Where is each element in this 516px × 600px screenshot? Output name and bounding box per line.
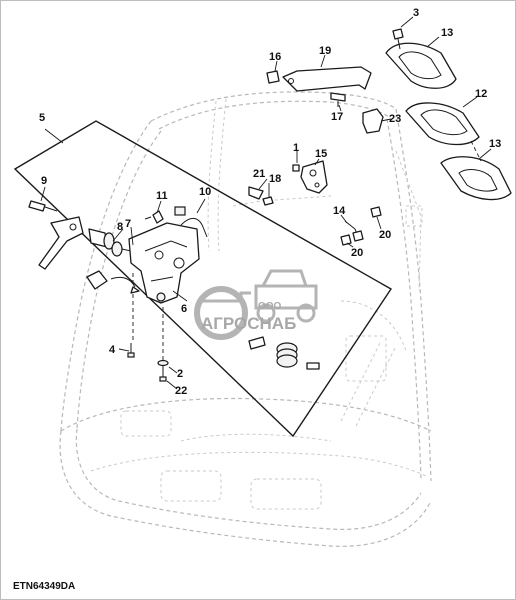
callout-20-lower: 20 <box>351 247 363 259</box>
callout-11: 11 <box>156 190 168 202</box>
assembly-inset-box <box>13 120 392 438</box>
callout-18: 18 <box>269 173 281 185</box>
callout-1: 1 <box>293 142 299 154</box>
callout-13-bottom: 13 <box>489 138 501 150</box>
callout-15: 15 <box>315 148 327 160</box>
callout-10: 10 <box>199 186 211 198</box>
callout-22: 22 <box>175 385 187 397</box>
callout-20-upper: 20 <box>379 229 391 241</box>
callout-2: 2 <box>177 368 183 380</box>
handle-covers <box>385 28 512 201</box>
callout-labels: 1 2 3 4 5 6 7 8 9 10 11 12 13 13 14 15 1… <box>39 7 501 397</box>
callout-12: 12 <box>475 88 487 100</box>
watermark-company: АГРОСНАБ <box>201 314 296 333</box>
watermark-logo: ООО АГРОСНАБ <box>194 269 318 340</box>
latch-assembly-parts <box>28 200 208 382</box>
callout-7: 7 <box>125 218 131 230</box>
support-bracket <box>266 66 372 107</box>
callout-4: 4 <box>109 344 116 356</box>
spring-assembly <box>248 336 320 370</box>
callout-14: 14 <box>333 205 346 217</box>
callout-21: 21 <box>253 168 265 180</box>
callout-5: 5 <box>39 112 45 124</box>
callout-16: 16 <box>269 51 281 63</box>
striker-parts <box>248 160 382 246</box>
callout-6: 6 <box>181 303 187 315</box>
callout-8: 8 <box>117 221 123 233</box>
callout-23: 23 <box>389 113 401 125</box>
callout-17: 17 <box>331 111 343 123</box>
callout-9: 9 <box>41 175 47 187</box>
callout-19: 19 <box>319 45 331 57</box>
clip-part <box>362 108 384 134</box>
leader-lines <box>40 16 492 390</box>
figure-id: ETN64349DA <box>13 581 75 592</box>
cab-frame-outline <box>59 91 432 547</box>
watermark-prefix: ООО <box>258 301 282 312</box>
callout-3: 3 <box>413 7 419 19</box>
callout-13-top: 13 <box>441 27 453 39</box>
